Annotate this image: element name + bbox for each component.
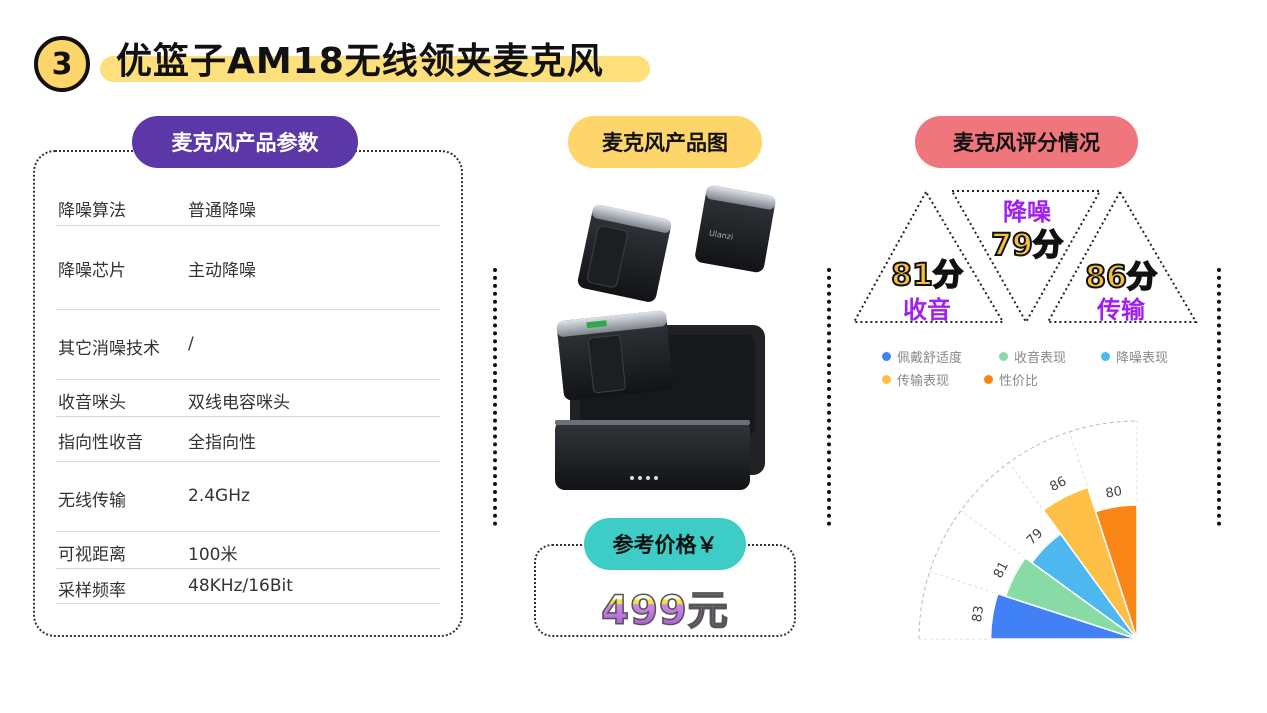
param-key: 采样频率 xyxy=(58,581,126,601)
score-value-pickup: 81分 xyxy=(890,257,964,294)
param-key: 其它消噪技术 xyxy=(58,339,160,359)
param-key: 可视距离 xyxy=(58,545,126,565)
legend-item-noise[interactable]: 降噪表现 xyxy=(1101,347,1168,366)
legend-dot-icon xyxy=(999,352,1008,361)
rose-slice[interactable] xyxy=(1042,486,1138,640)
param-row: 降噪芯片 主动降噪 xyxy=(56,226,440,310)
score-label-noise: 降噪 xyxy=(1003,198,1051,226)
params-heading: 麦克风产品参数 xyxy=(132,116,358,168)
legend-dot-icon xyxy=(984,375,993,384)
score-value-transmission: 86分 xyxy=(1084,259,1158,296)
rose-slice-label: 81 xyxy=(991,559,1012,581)
legend-dot-icon xyxy=(1101,352,1110,361)
param-row: 其它消噪技术 / xyxy=(56,310,440,380)
param-row: 采样频率 48KHz/16Bit xyxy=(56,569,440,604)
dotted-divider xyxy=(827,268,831,526)
product-heading: 麦克风产品图 xyxy=(568,116,762,168)
dotted-divider xyxy=(1217,268,1221,526)
score-heading: 麦克风评分情况 xyxy=(915,116,1138,168)
dotted-divider xyxy=(493,268,497,526)
param-key: 降噪芯片 xyxy=(58,261,126,281)
svg-text:Ulanzi: Ulanzi xyxy=(708,229,734,242)
rose-slice-label: 79 xyxy=(1024,526,1046,548)
page-title: 优篮子AM18无线领夹麦克风 xyxy=(116,41,604,82)
param-key: 无线传输 xyxy=(58,491,126,511)
rose-chart: 83 81 79 86 80 xyxy=(918,420,1138,640)
rose-slice[interactable] xyxy=(1094,504,1138,640)
legend-item-pickup[interactable]: 收音表现 xyxy=(999,347,1066,366)
price-value: 499元 xyxy=(534,578,796,636)
title-highlight xyxy=(100,56,650,82)
section-number-badge: 3 xyxy=(34,36,90,92)
param-row: 收音咪头 双线电容咪头 xyxy=(56,380,440,417)
rose-slice-label: 80 xyxy=(1105,484,1124,501)
score-value-noise: 79分 xyxy=(990,227,1064,264)
rose-slice-label: 86 xyxy=(1048,474,1070,495)
price-label: 参考价格￥ xyxy=(584,518,746,570)
param-row: 降噪算法 普通降噪 xyxy=(56,196,440,226)
param-key: 收音咪头 xyxy=(58,393,126,413)
legend-item-comfort[interactable]: 佩戴舒适度 xyxy=(882,347,962,366)
param-value: 双线电容咪头 xyxy=(188,393,290,413)
product-image: Ulanzi xyxy=(555,185,776,490)
param-value: / xyxy=(188,334,194,354)
score-label-pickup: 收音 xyxy=(903,296,951,324)
param-row: 指向性收音 全指向性 xyxy=(56,417,440,462)
param-key: 指向性收音 xyxy=(58,433,143,453)
param-row: 无线传输 2.4GHz xyxy=(56,462,440,532)
param-row: 可视距离 100米 xyxy=(56,532,440,569)
param-value: 100米 xyxy=(188,545,238,565)
legend-dot-icon xyxy=(882,352,891,361)
param-key: 降噪算法 xyxy=(58,201,126,221)
legend-item-value[interactable]: 性价比 xyxy=(984,370,1038,389)
score-label-transmission: 传输 xyxy=(1097,296,1145,324)
param-value: 2.4GHz xyxy=(188,486,250,506)
rose-slice-label: 83 xyxy=(970,605,987,624)
score-triangles xyxy=(852,189,1198,325)
param-value: 48KHz/16Bit xyxy=(188,576,293,596)
param-value: 全指向性 xyxy=(188,433,256,453)
param-value: 主动降噪 xyxy=(188,261,256,281)
legend-dot-icon xyxy=(882,375,891,384)
param-value: 普通降噪 xyxy=(188,201,256,221)
rose-slice[interactable] xyxy=(1004,556,1138,640)
legend-item-transmission[interactable]: 传输表现 xyxy=(882,370,949,389)
